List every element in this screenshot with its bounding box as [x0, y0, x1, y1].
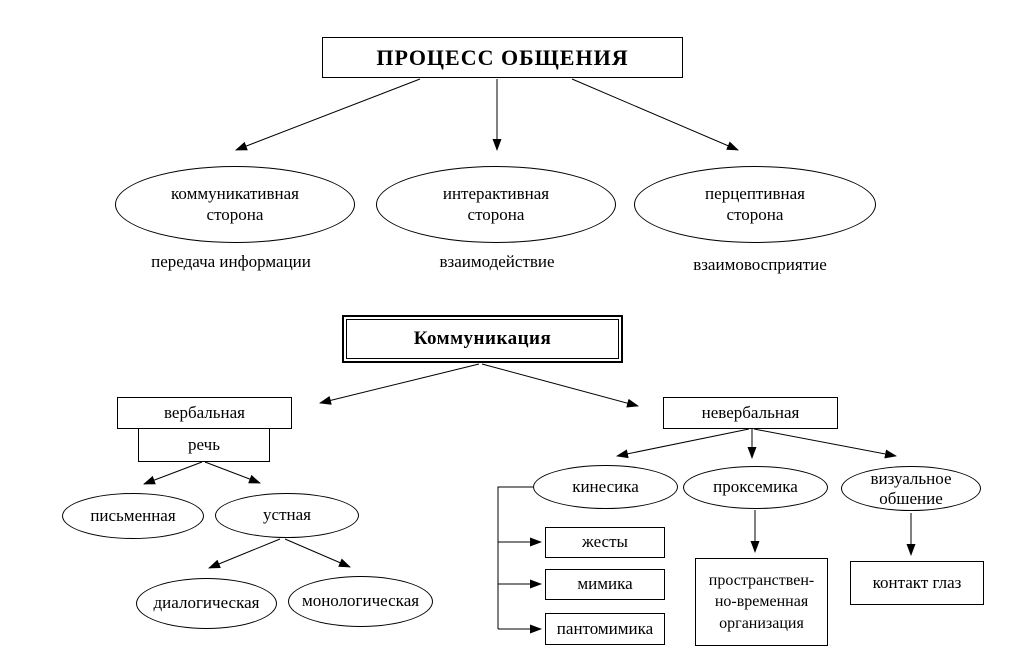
- monological-label: монологическая: [301, 591, 420, 611]
- spatial-temporal-line2: но-временная: [714, 593, 809, 611]
- communicative-side-line2: сторона: [206, 204, 264, 224]
- caption-interaction: взаимодействие: [439, 252, 555, 271]
- monological-ellipse: монологическая: [288, 576, 433, 627]
- mimics-label: мимика: [577, 574, 633, 594]
- mimics-box: мимика: [545, 569, 665, 600]
- spatial-temporal-organization-box: пространствен- но-временная организация: [695, 558, 828, 646]
- pantomime-label: пантомимика: [556, 618, 654, 638]
- communicative-side-line1: коммуникативная: [171, 184, 299, 204]
- process-title-box: ПРОЦЕСС ОБЩЕНИЯ: [322, 37, 683, 78]
- spatial-temporal-line1: пространствен-: [708, 572, 815, 590]
- visual-label-line2: обшение: [879, 488, 943, 508]
- arrow-speech-to-written: [143, 461, 203, 485]
- arrow-nonverbal-to-kinesics: [616, 428, 750, 459]
- caption-mutual-perception: взаимовосприятие: [693, 255, 827, 274]
- eye-contact-label: контакт глаз: [872, 572, 962, 592]
- arrow-nonverbal-to-visual: [753, 428, 897, 459]
- proxemics-label: проксемика: [713, 477, 798, 497]
- spatial-temporal-line3: организация: [719, 614, 804, 632]
- dialogical-ellipse: диалогическая: [136, 578, 277, 629]
- interactive-side-ellipse: интерактивная сторона: [376, 166, 616, 243]
- arrow-oral-to-dialogical: [208, 538, 281, 569]
- arrow-communication-to-verbal: [319, 363, 480, 405]
- nonverbal-label: невербальная: [701, 402, 800, 422]
- caption-information-transfer: передача информации: [151, 252, 311, 271]
- nonverbal-box: невербальная: [663, 397, 838, 429]
- interactive-side-line2: сторона: [467, 204, 525, 224]
- written-ellipse: письменная: [62, 493, 204, 539]
- perceptive-side-line2: сторона: [726, 204, 784, 224]
- written-label: письменная: [90, 505, 176, 525]
- arrow-speech-to-oral: [204, 461, 261, 484]
- perceptive-side-ellipse: перцептивная сторона: [634, 166, 876, 243]
- dialogical-label: диалогическая: [153, 593, 260, 613]
- verbal-box: вербальная: [117, 397, 292, 429]
- gestures-box: жесты: [545, 527, 665, 558]
- arrow-communication-to-nonverbal: [481, 363, 639, 408]
- communication-title: Коммуникация: [413, 328, 552, 349]
- visual-label-line1: визуальное: [870, 468, 952, 488]
- process-title: ПРОЦЕСС ОБЩЕНИЯ: [376, 44, 629, 70]
- eye-contact-box: контакт глаз: [850, 561, 984, 605]
- speech-box: речь: [138, 428, 270, 462]
- kinesics-ellipse: кинесика: [533, 465, 678, 509]
- communicative-side-ellipse: коммуникативная сторона: [115, 166, 355, 243]
- oral-ellipse: устная: [215, 493, 359, 538]
- gestures-label: жесты: [582, 532, 628, 552]
- arrow-title-to-perceptive: [571, 78, 739, 151]
- kinesics-bracket-line: [497, 486, 533, 629]
- kinesics-label: кинесика: [572, 476, 639, 496]
- communication-title-box: Коммуникация: [342, 315, 623, 363]
- pantomime-box: пантомимика: [545, 613, 665, 645]
- proxemics-ellipse: проксемика: [683, 466, 828, 509]
- perceptive-side-line1: перцептивная: [705, 184, 805, 204]
- visual-communication-ellipse: визуальное обшение: [841, 466, 981, 511]
- interactive-side-line1: интерактивная: [442, 184, 550, 204]
- arrow-oral-to-monological: [284, 538, 351, 568]
- verbal-label: вербальная: [163, 402, 245, 422]
- speech-label: речь: [188, 434, 220, 454]
- arrow-title-to-communicative: [235, 78, 421, 151]
- oral-label: устная: [263, 505, 311, 525]
